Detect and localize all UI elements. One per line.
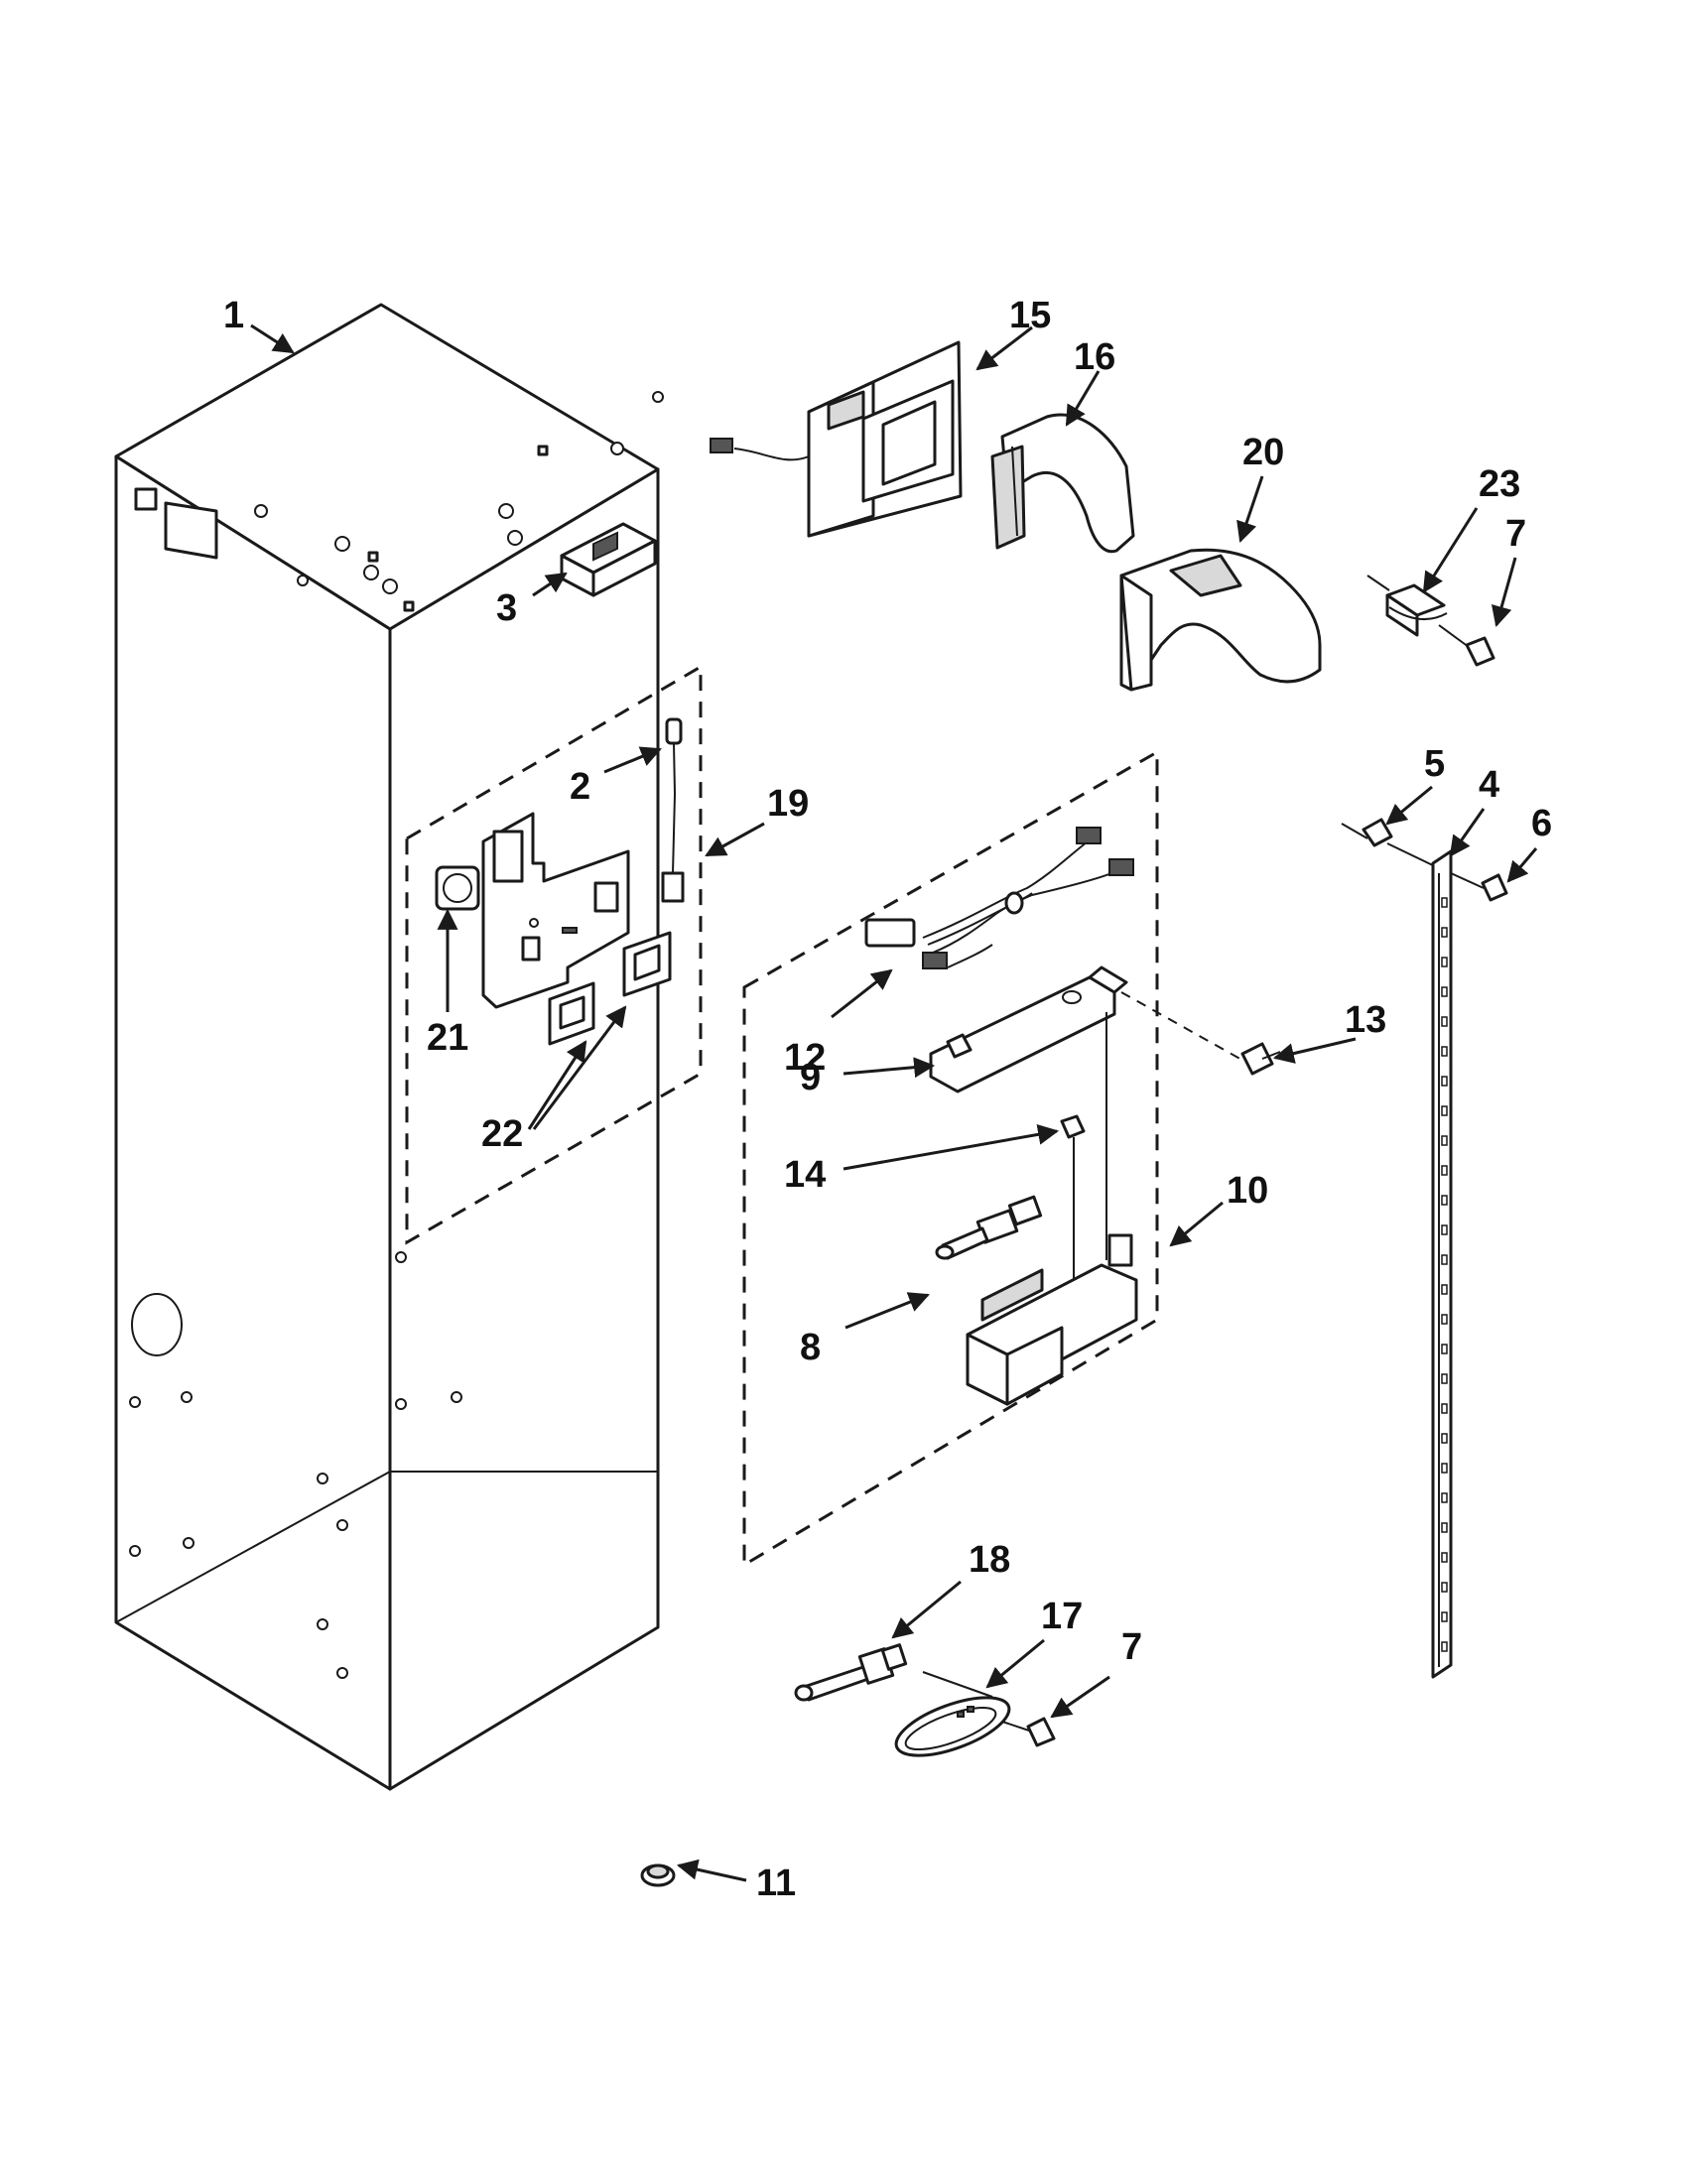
callout-17: 17 [1041,1596,1083,1637]
screw-6 [1450,872,1508,902]
screw-7-top [1438,624,1495,667]
callout-10: 10 [1227,1170,1268,1212]
rail-slot [1441,1224,1448,1235]
plug-11 [640,1863,676,1887]
callout-7-top: 7 [1505,513,1526,555]
rail-slot [1441,1582,1448,1593]
screw-13-axis [1120,991,1246,1063]
rail-slot [1441,1433,1448,1444]
thermistor-sensor [661,717,685,903]
group-10-outline [742,749,1159,1568]
rail-slot [1441,1284,1448,1295]
lens-17 [894,1671,1011,1757]
rail-slot [1441,897,1448,908]
callout-2: 2 [570,766,590,808]
callout-11: 11 [756,1863,796,1904]
rail-slot [1441,1135,1448,1146]
clip-bracket [1366,575,1448,637]
rail-slot [1441,1046,1448,1057]
rail-slot [1441,1105,1448,1116]
rail-slot [1441,1165,1448,1176]
callout-3: 3 [496,587,517,629]
cabinet [114,303,664,1791]
callout-18: 18 [969,1539,1010,1581]
top-receptacle [560,522,657,597]
callout-8: 8 [800,1327,821,1368]
leader-lines [250,323,1538,1882]
rail-slot [1441,1611,1448,1622]
screw-7-bottom [1001,1717,1056,1747]
callout-7-bottom: 7 [1121,1626,1142,1668]
sensor-18 [794,1643,908,1702]
rail-slot [1441,1522,1448,1533]
control-bracket-9 [929,965,1128,1093]
duct-cover [990,413,1135,554]
callout-23: 23 [1479,463,1520,505]
rail-slot [1441,986,1448,997]
sensor-8 [935,1195,1043,1260]
callout-13: 13 [1345,999,1386,1041]
rail-slot [1441,1641,1448,1652]
rail-slot [1441,1254,1448,1265]
callout-1: 1 [223,295,244,336]
electronic-control-bracket [481,812,630,1009]
control-knob [435,865,480,911]
rail-slot [1441,1076,1448,1087]
rail-slot [1441,1492,1448,1503]
rail-slot [1441,1552,1448,1563]
callout-19: 19 [767,783,809,825]
gaskets [548,931,672,1046]
screw-14 [1060,1114,1086,1290]
callout-21: 21 [427,1017,468,1059]
vertical-rail [1431,849,1453,1679]
rail-slot [1441,1195,1448,1206]
callout-14: 14 [784,1154,826,1196]
group-19-outline [405,664,703,1245]
rail-slot [1441,1463,1448,1474]
callout-4: 4 [1479,764,1499,806]
bracket-10 [966,1233,1138,1406]
light-housing [710,340,963,538]
callout-15: 15 [1009,295,1051,336]
callout-12: 12 [784,1037,826,1079]
rail-slot [1441,957,1448,967]
rail-slot [1441,1403,1448,1414]
callout-20: 20 [1242,432,1284,473]
clip-5 [1341,818,1440,869]
callout-9: 9 [800,1057,821,1098]
screw-13 [1240,1042,1281,1076]
rail-slot [1441,1314,1448,1325]
rail-slot [1441,927,1448,938]
duct-insulation [1119,548,1322,692]
callout-labels: 1 2 3 4 5 6 7 7 8 9 10 11 12 13 14 15 16… [223,295,1552,1904]
wire-harness [864,827,1134,969]
callout-22: 22 [481,1113,523,1155]
rail-slot [1441,1016,1448,1027]
callout-16: 16 [1074,336,1115,378]
rail-slot [1441,1373,1448,1384]
callout-6: 6 [1531,803,1552,844]
rail-slot [1441,1344,1448,1354]
callout-5: 5 [1424,743,1445,785]
